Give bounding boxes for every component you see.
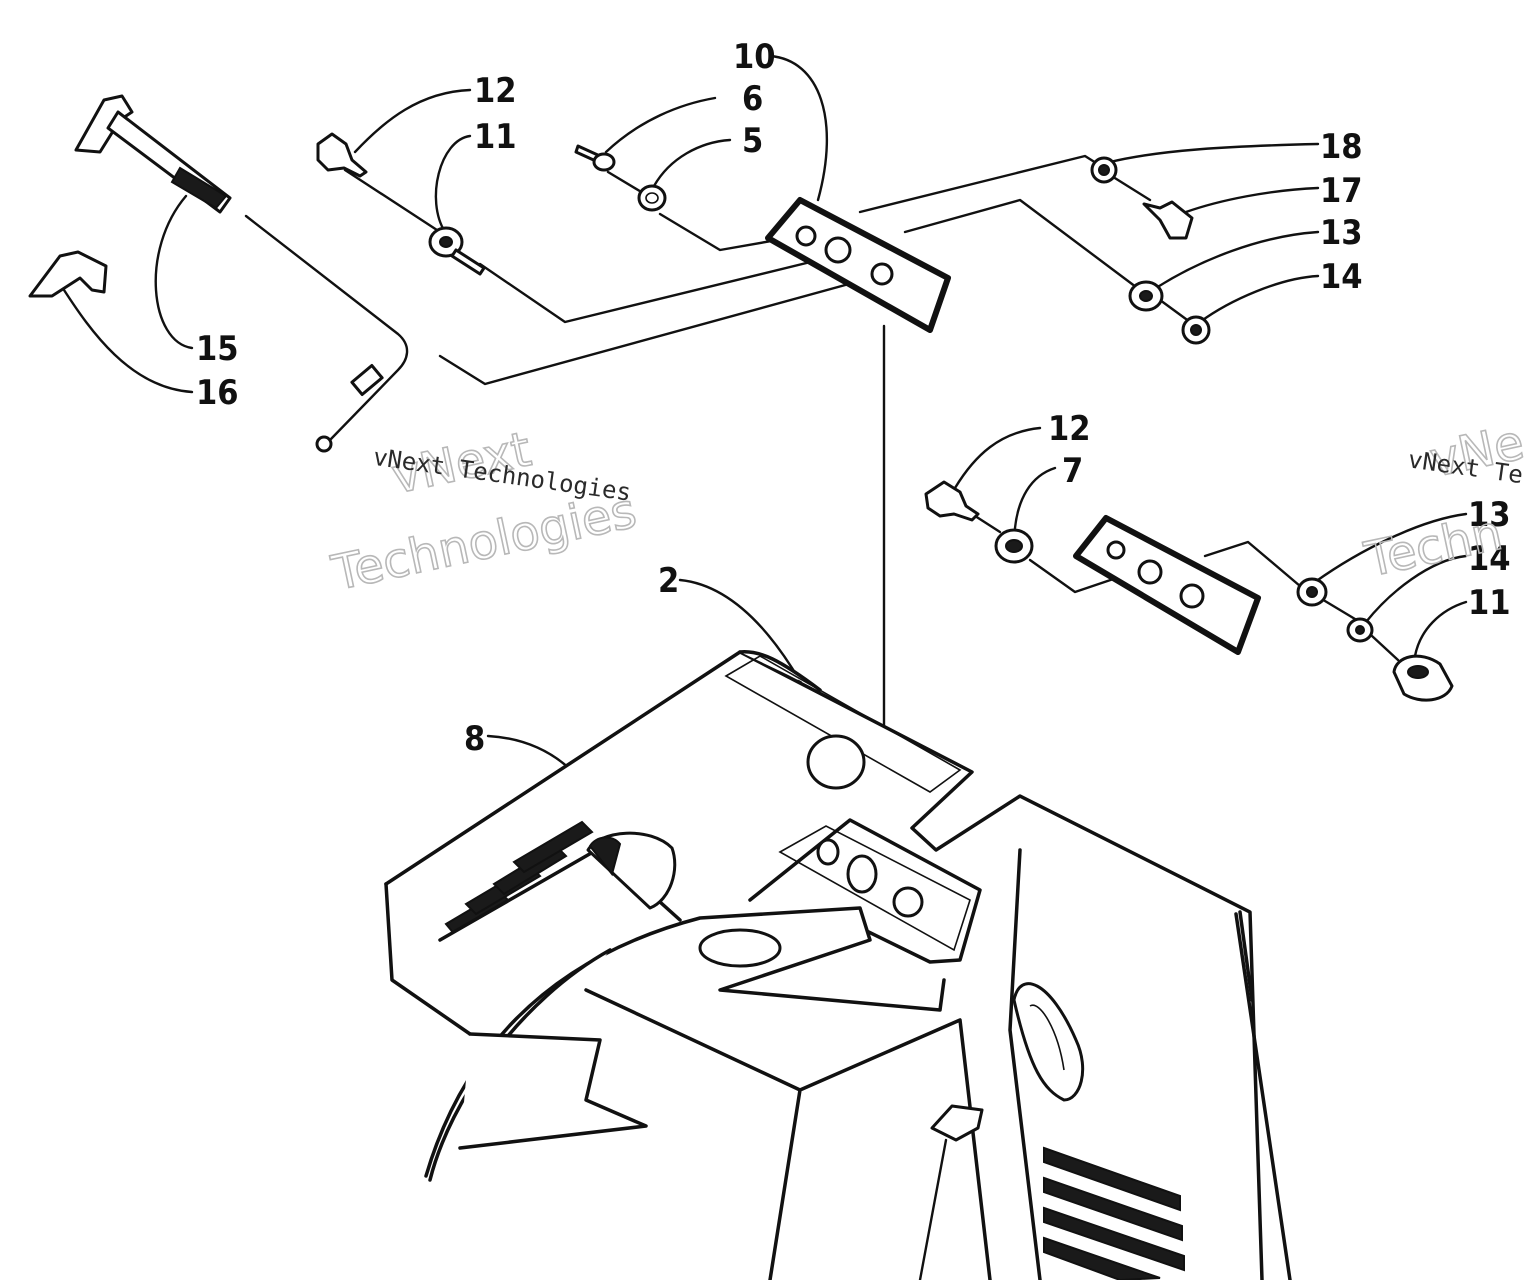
dash-panel-plate-top xyxy=(765,197,951,333)
callout-2: 2 xyxy=(658,561,679,601)
throttle-lever-part xyxy=(28,94,409,453)
callout-18: 18 xyxy=(1320,127,1363,167)
washer-part xyxy=(637,184,667,212)
vent-slats-left xyxy=(444,820,594,938)
callout-14-right: 14 xyxy=(1468,539,1511,579)
callout-8: 8 xyxy=(464,719,485,759)
hardware-parts-top xyxy=(1090,156,1211,345)
callout-12-right: 12 xyxy=(1048,409,1091,449)
vent-slats-side xyxy=(1043,1146,1185,1280)
ignition-key-part-right xyxy=(924,480,980,522)
callout-13-right: 13 xyxy=(1468,495,1511,535)
callout-11-right: 11 xyxy=(1468,583,1511,623)
callout-15: 15 xyxy=(196,329,239,369)
screw-part xyxy=(574,144,616,172)
hardware-parts-right xyxy=(1296,577,1454,702)
hood-dash-body xyxy=(384,650,1292,1280)
callout-6: 6 xyxy=(742,79,763,119)
callout-11: 11 xyxy=(474,117,517,157)
ignition-key-part-top xyxy=(316,132,368,178)
ignition-switch-part-top xyxy=(428,226,486,276)
nut-part-right xyxy=(994,528,1034,564)
callout-10: 10 xyxy=(733,37,776,77)
callout-numbers: 10 12 6 11 5 18 17 13 14 15 16 12 7 13 1… xyxy=(196,37,1511,759)
dash-panel-plate-right xyxy=(1073,515,1261,655)
callout-13: 13 xyxy=(1320,213,1363,253)
callout-14: 14 xyxy=(1320,257,1363,297)
watermark-left: vNext Technologies vNext Technologies xyxy=(326,421,642,603)
callout-7: 7 xyxy=(1062,451,1083,491)
callout-16: 16 xyxy=(196,373,239,413)
callout-5: 5 xyxy=(742,121,763,161)
callout-17: 17 xyxy=(1320,171,1363,211)
callout-12: 12 xyxy=(474,71,517,111)
